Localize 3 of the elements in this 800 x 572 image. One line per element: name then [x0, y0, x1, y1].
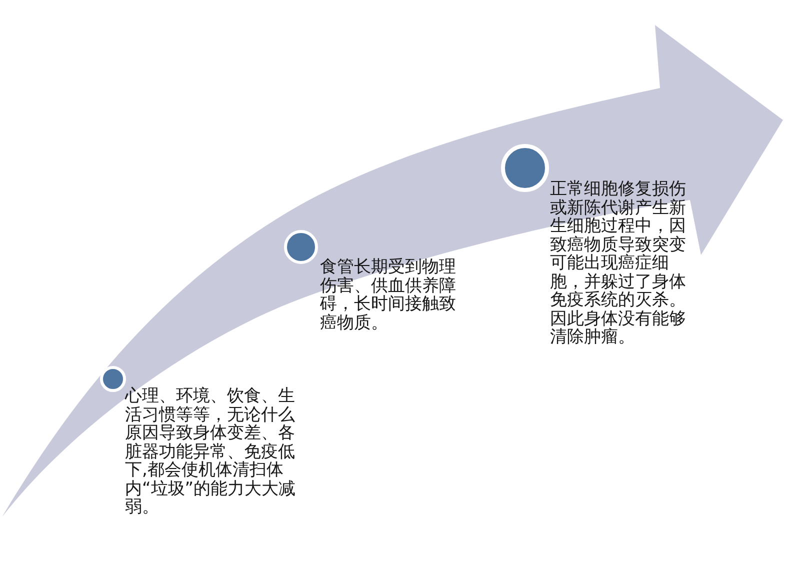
- step-description: 心理、环境、饮食、生活习惯等等，无论什么原因导致身体变差、各脏器功能异常、免疫低下,都会使机体清扫体内“垃圾”的能力大大减弱。: [125, 387, 297, 516]
- step-description: 食管长期受到物理伤害、供血供养障碍，长时间接触致癌物质。: [320, 258, 457, 332]
- step-description: 正常细胞修复损伤或新陈代谢产生新生细胞过程中，因致癌物质导致突变可能出现癌症细胞，并躲过了身体免疫系统的灭杀。因此身体没有能够清除肿瘤。: [550, 180, 687, 346]
